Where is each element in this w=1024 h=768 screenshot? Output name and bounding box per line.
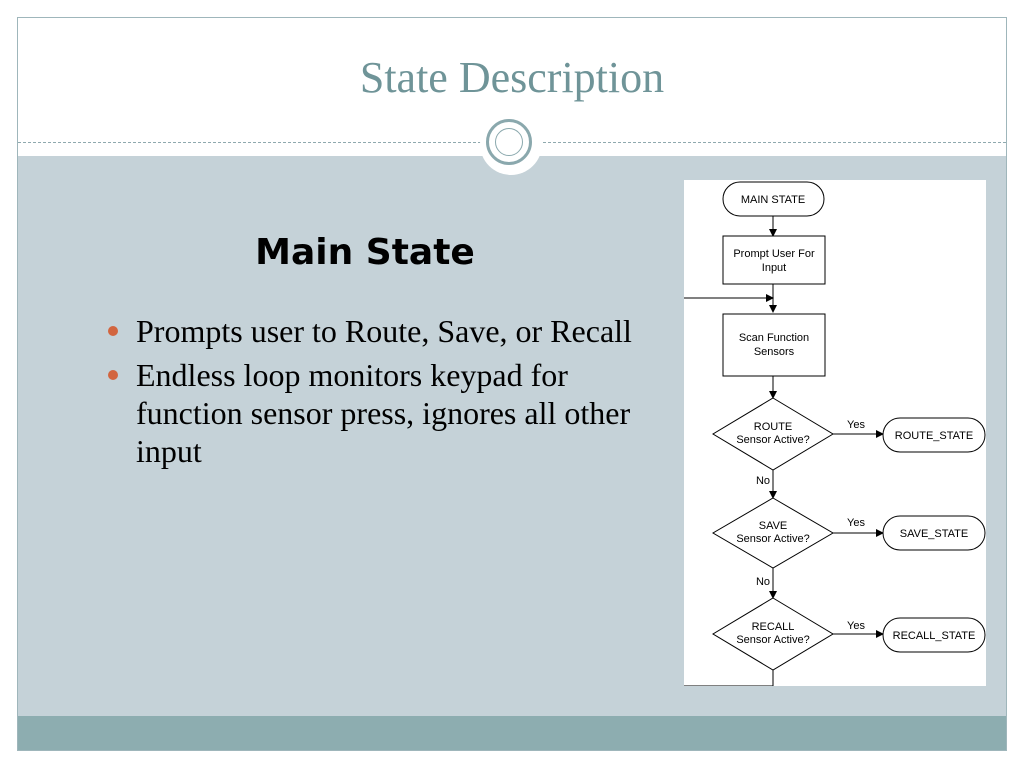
bullet-item: Endless loop monitors keypad for functio…	[105, 356, 645, 470]
prompt-label-line2: Input	[762, 262, 786, 274]
flowchart: MAIN STATE Prompt User For Input Scan Fu…	[684, 181, 986, 687]
bullet-dot-icon	[108, 326, 118, 336]
bullet-dot-icon	[108, 370, 118, 380]
bullet-text: Endless loop monitors keypad for functio…	[136, 357, 631, 469]
divider-ring-inner	[495, 128, 523, 156]
bullet-text: Prompts user to Route, Save, or Recall	[136, 313, 632, 349]
footer-bar	[18, 716, 1006, 750]
recall-yes-label: Yes	[847, 620, 865, 632]
section-heading: Main State	[255, 232, 475, 273]
slide-title: State Description	[359, 53, 665, 102]
route-state-terminator	[882, 417, 986, 453]
recall-decision-line1: RECALL	[752, 621, 795, 633]
save-state-terminator	[882, 515, 986, 551]
recall-state-terminator	[882, 617, 986, 653]
save-no-label: No	[756, 576, 770, 588]
route-no-label: No	[756, 475, 770, 487]
route-state-label: ROUTE_STATE	[895, 430, 973, 442]
bullet-item: Prompts user to Route, Save, or Recall	[105, 312, 645, 350]
loop-back-line	[684, 670, 774, 687]
save-decision-line1: SAVE	[759, 520, 788, 532]
save-yes-label: Yes	[847, 517, 865, 529]
bullet-list: Prompts user to Route, Save, or Recall E…	[105, 312, 645, 476]
route-yes-label: Yes	[847, 419, 865, 431]
prompt-process-box	[722, 235, 826, 285]
save-decision-line2: Sensor Active?	[736, 533, 809, 545]
recall-decision-line2: Sensor Active?	[736, 634, 809, 646]
main-state-label: MAIN STATE	[741, 194, 805, 206]
prompt-label-line1: Prompt User For	[733, 248, 815, 260]
slide-frame	[17, 17, 1007, 751]
save-state-label: SAVE_STATE	[900, 528, 968, 540]
scan-process-box	[722, 313, 826, 377]
route-decision-line2: Sensor Active?	[736, 434, 809, 446]
scan-label-line2: Sensors	[754, 346, 795, 358]
recall-state-label: RECALL_STATE	[893, 630, 976, 642]
scan-label-line1: Scan Function	[739, 332, 809, 344]
route-decision-line1: ROUTE	[754, 421, 793, 433]
flowchart-panel: MAIN STATE Prompt User For Input Scan Fu…	[684, 180, 986, 687]
divider-ring-icon	[486, 119, 532, 165]
